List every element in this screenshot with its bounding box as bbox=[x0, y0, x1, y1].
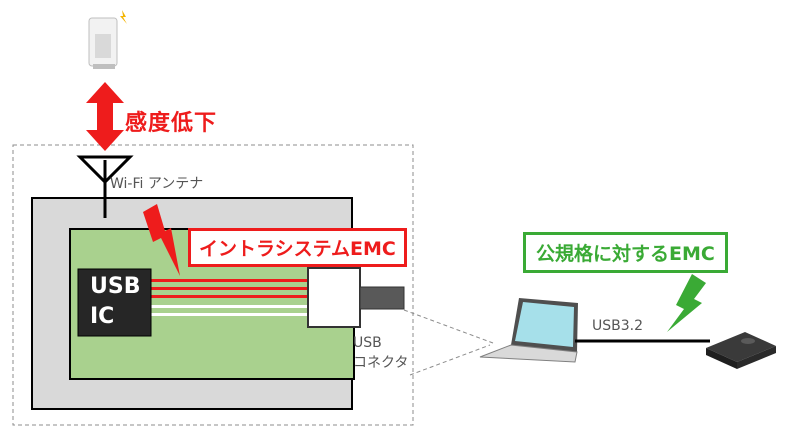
external-drive-icon bbox=[706, 332, 776, 369]
intrasystem-emc-label: イントラシステムEMC bbox=[188, 228, 407, 267]
usb-ic-chip bbox=[77, 268, 152, 337]
usb-ic-label: USB IC bbox=[78, 269, 151, 336]
sensitivity-drop-label: 感度低下 bbox=[125, 111, 218, 136]
dashed-region bbox=[12, 144, 414, 426]
usb-connector-line1: USB bbox=[353, 335, 382, 351]
cable-label: USB3.2 bbox=[592, 318, 644, 334]
laptop-icon bbox=[479, 298, 578, 363]
antenna-label: Wi-Fi アンテナ bbox=[110, 176, 204, 192]
lightning-green-icon bbox=[667, 274, 706, 332]
zoom-line-bottom bbox=[409, 344, 491, 376]
white-traces bbox=[150, 305, 312, 316]
usb-connector-plug bbox=[359, 286, 405, 310]
usb-ic-line2: IC bbox=[90, 304, 115, 329]
usb-connector-line2: コネクタ bbox=[353, 355, 409, 371]
zoom-line-top bbox=[403, 309, 494, 344]
antenna-icon bbox=[76, 155, 134, 218]
usb-ic-line1: USB bbox=[90, 274, 141, 299]
standard-emc-label: 公規格に対するEMC bbox=[523, 232, 728, 273]
lightning-red-icon bbox=[143, 204, 180, 276]
usb-connector-label: USB コネクタ bbox=[353, 333, 408, 373]
red-traces bbox=[150, 279, 312, 298]
router-icon bbox=[88, 10, 127, 69]
usb-connector-body bbox=[307, 267, 361, 328]
double-arrow-icon bbox=[86, 82, 124, 151]
